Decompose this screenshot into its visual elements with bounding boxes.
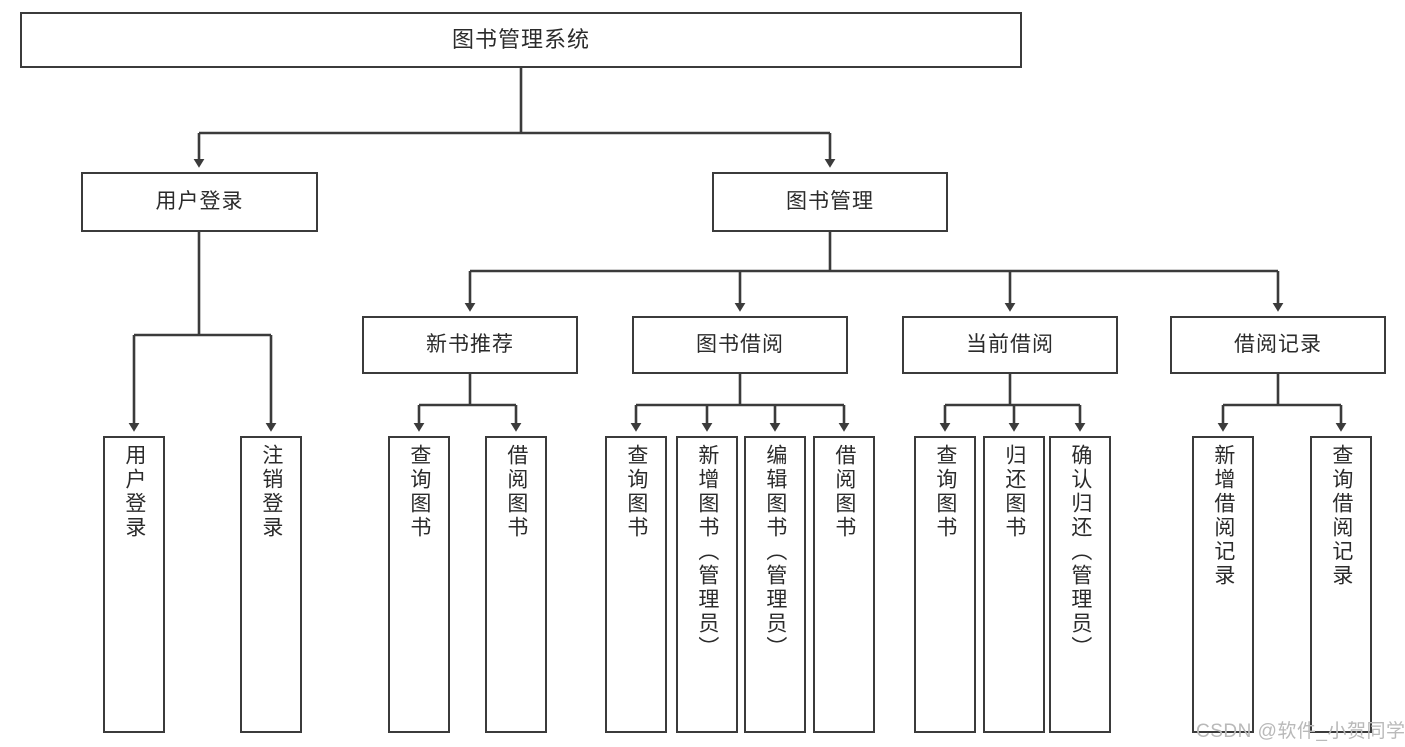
leaf-label: 确认归还（管理员） (1068, 444, 1092, 660)
node-label: 图书管理 (786, 189, 874, 213)
node-level2-current-borrow[interactable]: 当前借阅 (902, 316, 1118, 374)
node-label: 用户登录 (155, 189, 244, 213)
leaf-label: 借阅图书 (504, 444, 528, 540)
leaf-node[interactable]: 注销登录 (240, 436, 302, 733)
leaf-label: 查询图书 (407, 444, 431, 540)
leaf-node[interactable]: 查询图书 (914, 436, 976, 733)
node-label: 图书管理系统 (451, 27, 590, 53)
leaf-node[interactable]: 归还图书 (983, 436, 1045, 733)
leaf-label: 查询借阅记录 (1329, 444, 1353, 588)
leaf-node[interactable]: 确认归还（管理员） (1049, 436, 1111, 733)
leaf-node[interactable]: 借阅图书 (813, 436, 875, 733)
node-root[interactable]: 图书管理系统 (20, 12, 1022, 68)
node-level1-user-login[interactable]: 用户登录 (81, 172, 318, 232)
node-level2-new-book-recommend[interactable]: 新书推荐 (362, 316, 578, 374)
leaf-node[interactable]: 查询图书 (605, 436, 667, 733)
leaf-node[interactable]: 查询借阅记录 (1310, 436, 1372, 733)
leaf-label: 用户登录 (122, 444, 146, 540)
leaf-label: 新增图书（管理员） (695, 444, 719, 660)
leaf-label: 归还图书 (1002, 444, 1026, 540)
leaf-label: 注销登录 (259, 444, 283, 540)
node-label: 图书借阅 (696, 332, 784, 356)
leaf-node[interactable]: 编辑图书（管理员） (744, 436, 806, 733)
leaf-label: 查询图书 (624, 444, 648, 540)
node-label: 新书推荐 (426, 332, 514, 356)
leaf-label: 编辑图书（管理员） (763, 444, 787, 660)
leaf-node[interactable]: 查询图书 (388, 436, 450, 733)
node-level1-book-management[interactable]: 图书管理 (712, 172, 948, 232)
leaf-node[interactable]: 用户登录 (103, 436, 165, 733)
leaf-node[interactable]: 新增图书（管理员） (676, 436, 738, 733)
leaf-label: 查询图书 (933, 444, 957, 540)
node-label: 借阅记录 (1234, 332, 1322, 356)
leaf-node[interactable]: 新增借阅记录 (1192, 436, 1254, 733)
csdn-watermark: CSDN @软件_小贺同学 (1196, 721, 1405, 742)
leaf-label: 新增借阅记录 (1211, 444, 1235, 588)
node-level2-borrow-record[interactable]: 借阅记录 (1170, 316, 1386, 374)
leaf-label: 借阅图书 (832, 444, 856, 540)
node-label: 当前借阅 (966, 332, 1054, 356)
node-level2-book-borrow[interactable]: 图书借阅 (632, 316, 848, 374)
leaf-node[interactable]: 借阅图书 (485, 436, 547, 733)
